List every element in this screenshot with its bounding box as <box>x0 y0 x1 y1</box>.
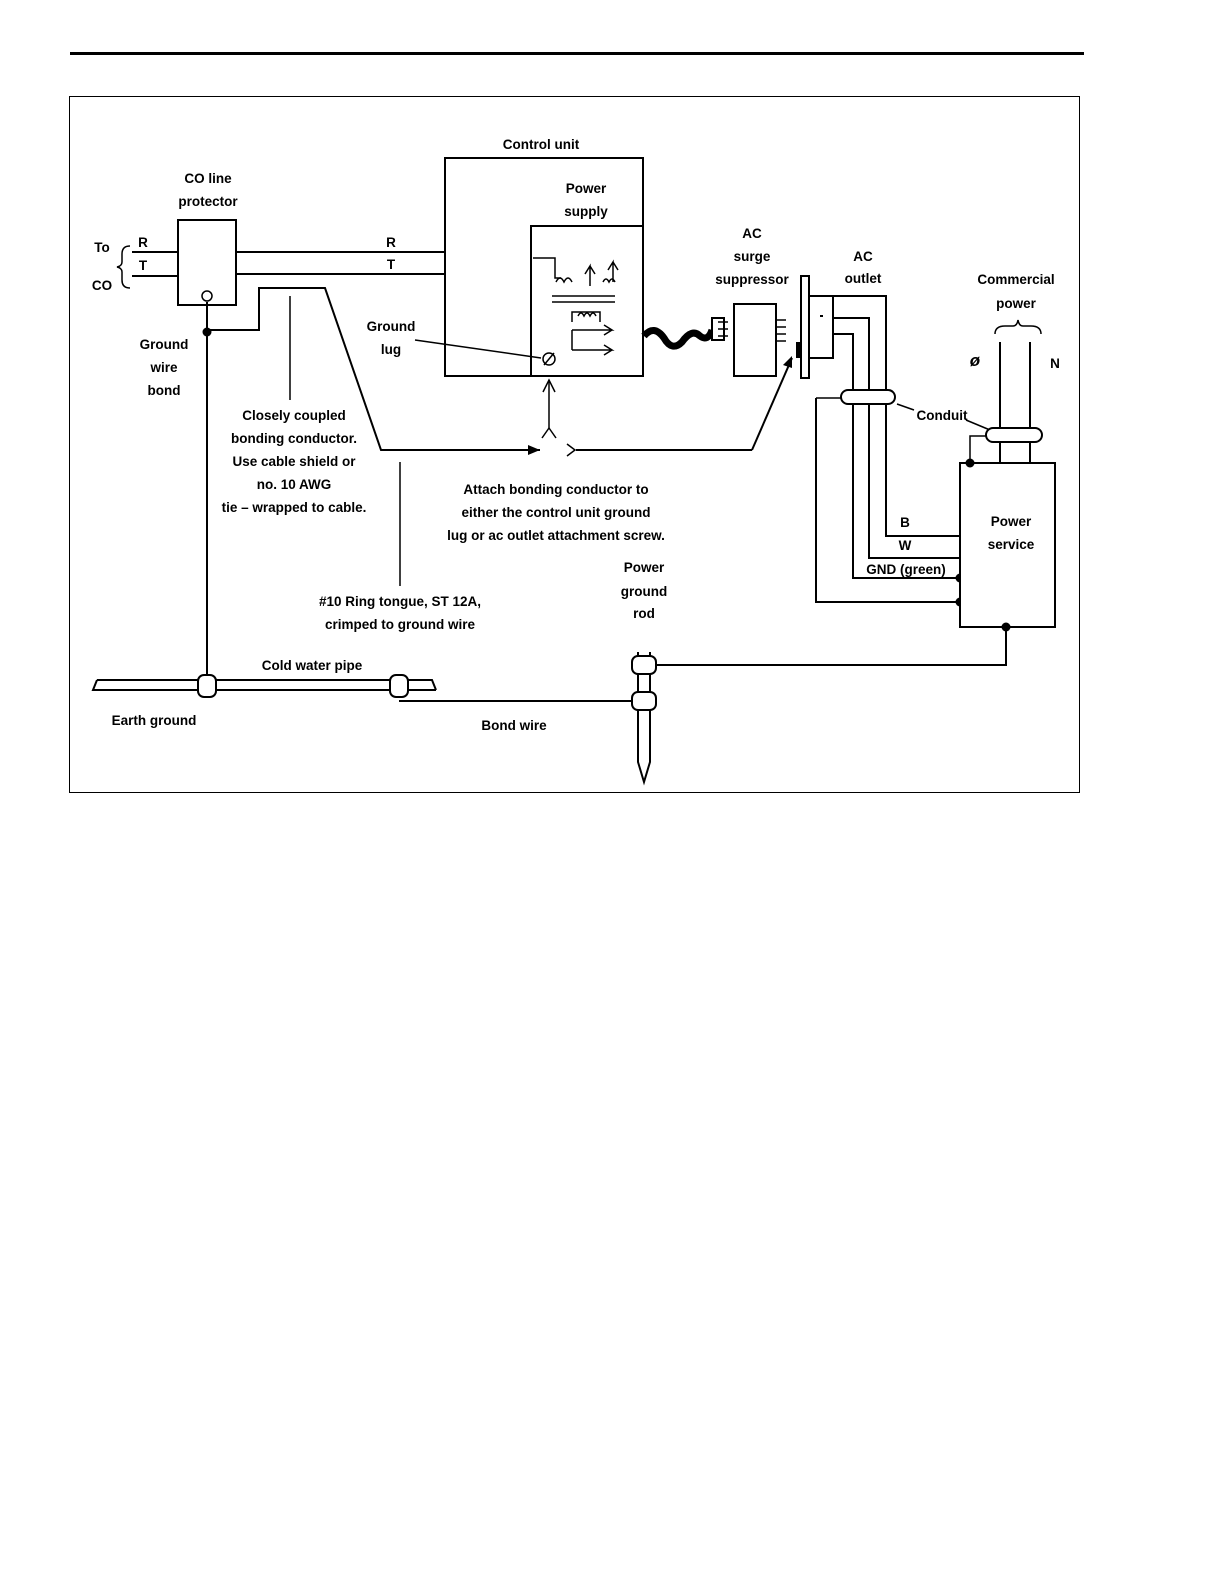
bonding-conductor <box>207 287 540 451</box>
conduit-leader-right <box>965 419 991 431</box>
label-attach-note-2: either the control unit ground <box>462 505 651 520</box>
label-r-right: R <box>386 235 396 250</box>
ac-surge-suppressor-box <box>733 303 777 377</box>
label-power-supply-2: supply <box>564 204 608 219</box>
ground-wire-junction <box>202 327 212 337</box>
wire-b <box>833 295 960 537</box>
label-bonding-note-5: tie – wrapped to cable. <box>222 500 367 515</box>
label-ground-lug-1: Ground <box>367 319 416 334</box>
cold-water-pipe <box>91 679 437 691</box>
power-supply-box <box>530 225 644 377</box>
label-ac-surge-1: AC <box>742 226 762 241</box>
label-power-ground-rod-3: rod <box>633 606 655 621</box>
label-r-left: R <box>138 235 148 250</box>
wire-gnd <box>833 333 960 579</box>
label-co: CO <box>92 278 112 293</box>
label-commercial-power-2: power <box>996 296 1037 311</box>
label-power-ground-rod-1: Power <box>624 560 665 575</box>
label-co-line-protector-1: CO line <box>184 171 232 186</box>
label-wire-gnd: GND (green) <box>866 562 946 577</box>
label-ground-lug-2: lug <box>381 342 401 357</box>
label-control-unit: Control unit <box>503 137 580 152</box>
ac-outlet-plate <box>800 275 810 379</box>
service-ground-lead <box>969 435 986 463</box>
label-to: To <box>94 240 110 255</box>
label-cold-water-pipe: Cold water pipe <box>262 658 363 673</box>
label-conduit: Conduit <box>917 408 968 423</box>
co-line-protector-box <box>177 219 237 306</box>
power-service-box <box>959 462 1056 628</box>
label-power-ground-rod-2: ground <box>621 584 668 599</box>
label-ac-outlet-1: AC <box>853 249 873 264</box>
bond-arrow-left <box>528 445 540 455</box>
commercial-power-brace <box>994 319 1042 335</box>
protector-ground-terminal <box>201 290 213 302</box>
ac-outlet-box <box>808 295 834 359</box>
label-ground-wire-bond-2: wire <box>149 360 178 375</box>
pipe-clamp-left <box>197 674 217 698</box>
outlet-attachment-screw <box>796 342 802 358</box>
label-ac-surge-3: suppressor <box>715 272 789 287</box>
label-attach-note-1: Attach bonding conductor to <box>463 482 648 497</box>
label-bonding-note-4: no. 10 AWG <box>257 477 332 492</box>
conduit-leader-left <box>896 403 915 411</box>
wire-w <box>833 317 960 559</box>
label-ac-surge-2: surge <box>734 249 771 264</box>
label-power-service-2: service <box>988 537 1035 552</box>
label-t-right: T <box>387 257 396 272</box>
rod-clamp-upper <box>631 655 657 675</box>
figure-frame <box>69 96 1080 793</box>
label-ground-wire-bond-1: Ground <box>140 337 189 352</box>
label-bonding-note-3: Use cable shield or <box>232 454 356 469</box>
service-ground-to-rod <box>656 627 1007 666</box>
label-t-left: T <box>139 258 148 273</box>
bond-to-lug-arrowhead <box>542 378 556 393</box>
bond-node-chevron <box>541 426 557 439</box>
label-ring-tongue-1: #10 Ring tongue, ST 12A, <box>319 594 481 609</box>
power-cord <box>641 327 716 350</box>
label-ring-tongue-2: crimped to ground wire <box>325 617 476 632</box>
label-wire-w: W <box>899 538 912 553</box>
label-phase: ø <box>970 351 981 370</box>
label-power-supply-1: Power <box>566 181 607 196</box>
label-earth-ground: Earth ground <box>112 713 197 728</box>
bond-arrow-right <box>566 443 577 457</box>
ground-lug-slash <box>543 352 555 366</box>
ground-lug-leader <box>414 339 542 359</box>
label-power-service-1: Power <box>991 514 1032 529</box>
label-attach-note-3: lug or ac outlet attachment screw. <box>447 528 665 543</box>
label-bonding-note-1: Closely coupled <box>242 408 346 423</box>
label-ac-outlet-2: outlet <box>845 271 882 286</box>
label-co-line-protector-2: protector <box>178 194 238 209</box>
service-conduit-clamp <box>985 427 1043 443</box>
bond-to-outlet-arrowhead <box>783 356 792 368</box>
bond-to-outlet-diag <box>751 357 793 451</box>
transformer-icon <box>533 257 619 356</box>
label-wire-b: B <box>900 515 910 530</box>
label-neutral: N <box>1050 356 1060 371</box>
ground-lug-icon <box>542 352 556 366</box>
label-commercial-power-1: Commercial <box>977 272 1054 287</box>
co-brace <box>116 245 131 289</box>
power-ground-rod <box>637 652 651 786</box>
rod-clamp-lower <box>631 691 657 711</box>
label-bond-wire: Bond wire <box>481 718 547 733</box>
label-bonding-note-2: bonding conductor. <box>231 431 357 446</box>
top-rule <box>70 52 1084 55</box>
conduit-clamp <box>840 389 896 405</box>
pipe-clamp-right <box>389 674 409 698</box>
label-ground-wire-bond-3: bond <box>148 383 181 398</box>
conduit-ground-wire <box>815 398 960 603</box>
